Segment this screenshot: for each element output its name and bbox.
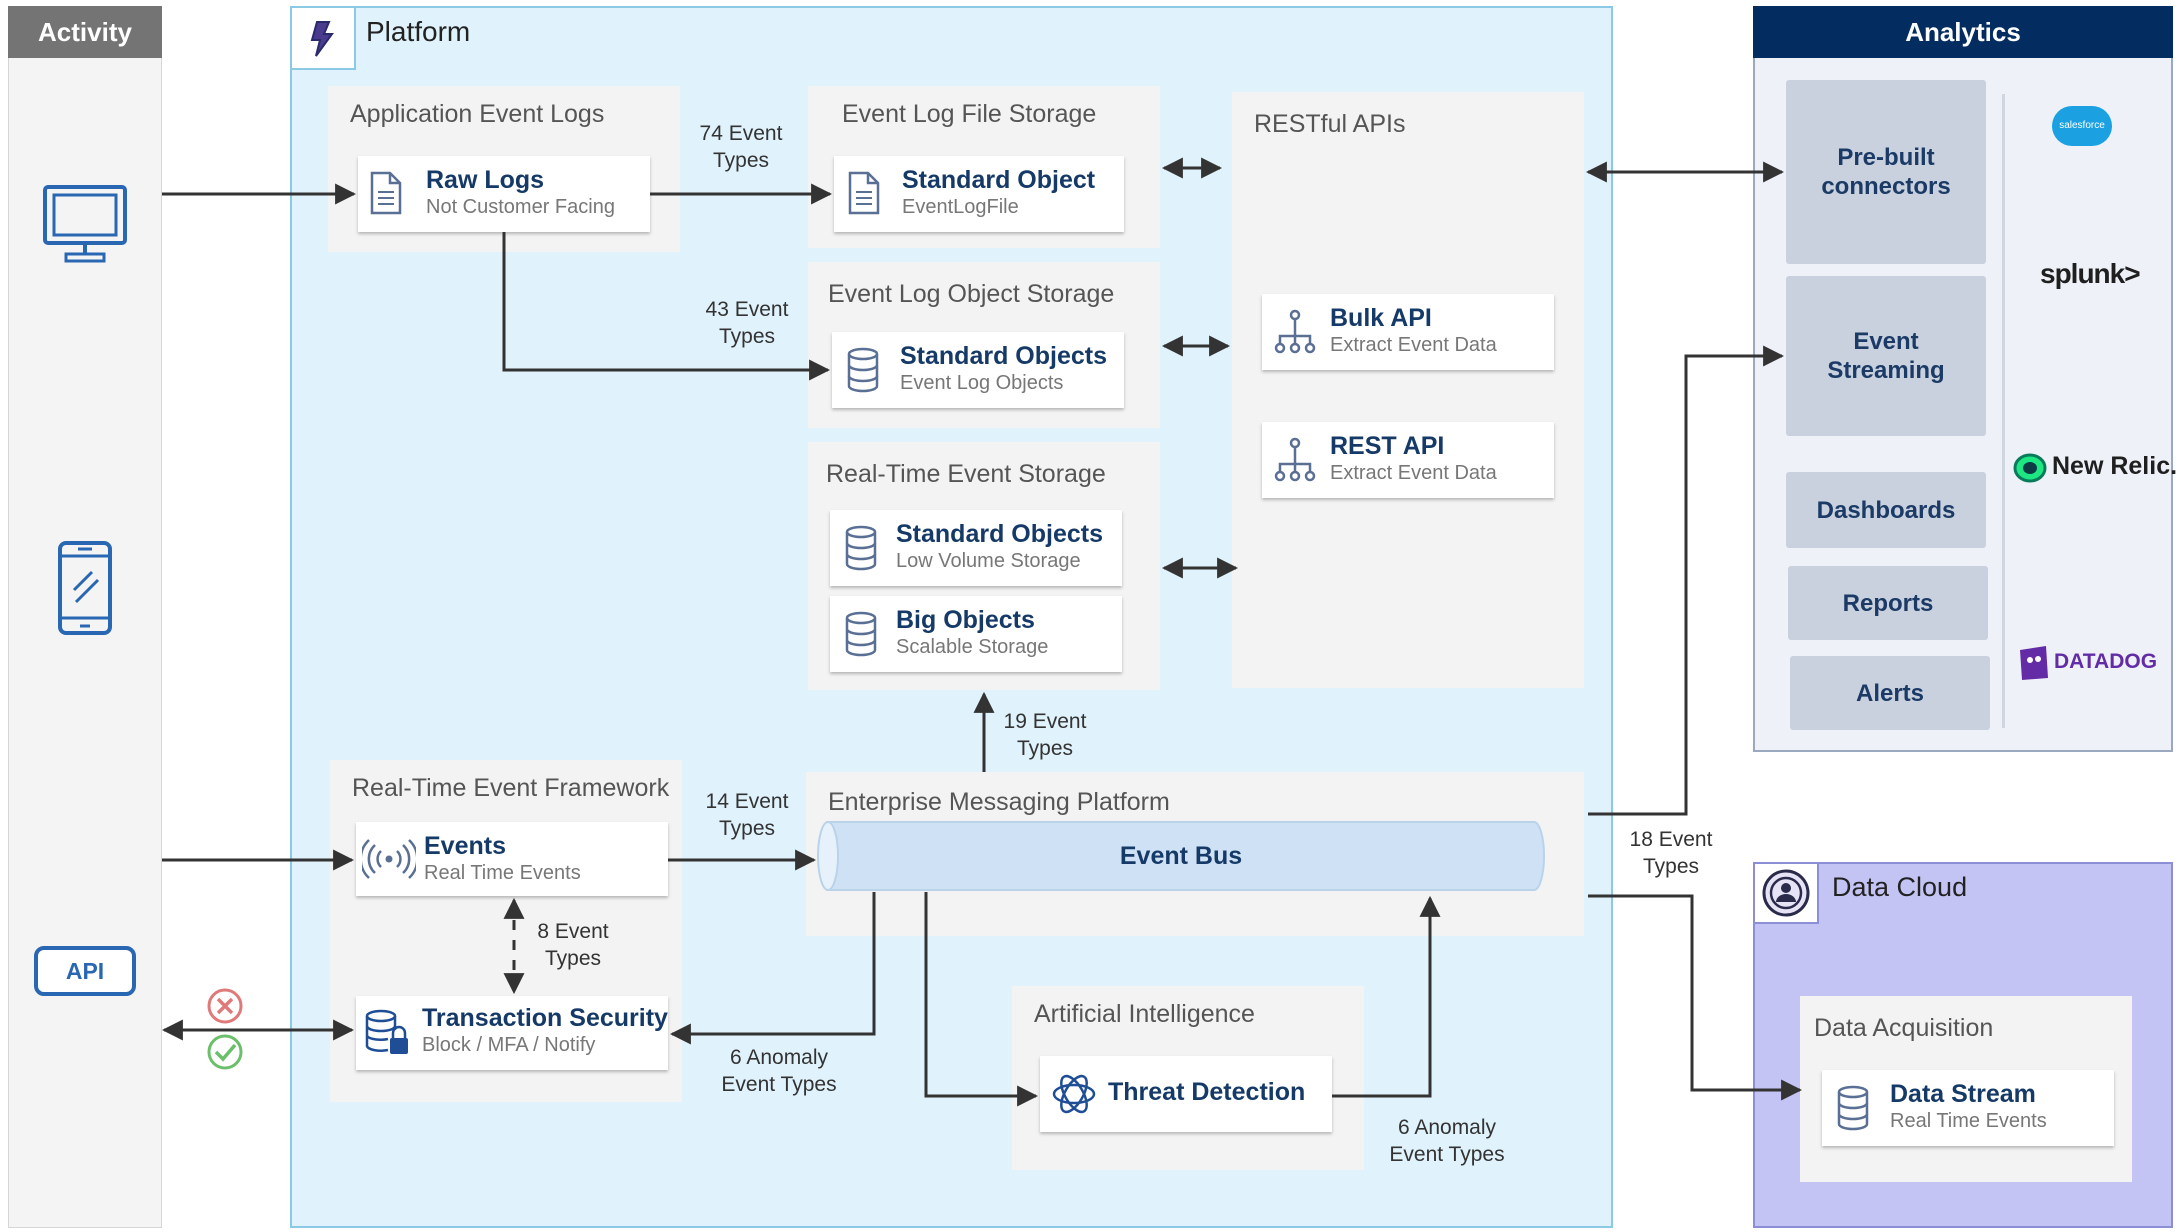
event-bus-cylinder (817, 821, 1545, 891)
data-cloud-user-icon (1762, 869, 1810, 917)
events-card: Events Real Time Events (356, 822, 668, 896)
rest-api-subtitle: Extract Event Data (1330, 462, 1497, 484)
standard-objects-event-log-card: Standard Objects Event Log Objects (832, 332, 1124, 408)
data-acquisition-title: Data Acquisition (1814, 1014, 1994, 1042)
arrow-messaging-to-event-streaming (1588, 345, 1785, 816)
database-icon (845, 611, 877, 657)
transaction-security-subtitle: Block / MFA / Notify (422, 1034, 596, 1056)
dashboards-tile[interactable]: Dashboards (1786, 472, 1986, 548)
standard-objects-low-volume-card: Standard Objects Low Volume Storage (830, 510, 1122, 586)
api-hierarchy-icon (1274, 309, 1316, 354)
einstein-ai-icon (1052, 1074, 1096, 1114)
event-log-object-storage-title: Event Log Object Storage (828, 280, 1115, 308)
standard-object-subtitle: EventLogFile (902, 196, 1019, 218)
lightning-bolt-icon (310, 21, 334, 57)
raw-logs-title: Raw Logs (426, 166, 545, 194)
event-log-file-storage-title: Event Log File Storage (842, 100, 1097, 128)
enterprise-messaging-platform-title: Enterprise Messaging Platform (828, 788, 1170, 816)
realtime-event-framework-title: Real-Time Event Framework (352, 774, 670, 802)
deny-icon (207, 988, 243, 1024)
standard-objects-title: Standard Objects (900, 342, 1107, 370)
event-bus-label: Event Bus (1119, 842, 1243, 870)
data-cloud-title: Data Cloud (1832, 872, 1968, 902)
rest-api-card: REST API Extract Event Data (1262, 422, 1554, 498)
raw-logs-card: Raw Logs Not Customer Facing (358, 156, 650, 232)
standard-object-title: Standard Object (902, 166, 1096, 194)
data-stream-title: Data Stream (1890, 1080, 2036, 1108)
reports-tile[interactable]: Reports (1788, 566, 1988, 640)
arrow-bus-to-transaction-security (669, 892, 876, 1045)
alerts-tile[interactable]: Alerts (1790, 656, 1990, 730)
standard-object-eventlogfile-card: Standard Object EventLogFile (834, 156, 1124, 232)
splunk-logo: splunk> (2040, 258, 2141, 289)
application-event-logs-title: Application Event Logs (350, 100, 605, 128)
big-objects-card: Big Objects Scalable Storage (830, 596, 1122, 672)
transaction-security-title: Transaction Security (422, 1004, 668, 1032)
api-badge: API (34, 946, 136, 996)
data-cloud-logo (1753, 862, 1819, 924)
secure-database-icon (365, 1009, 408, 1054)
arrow-bus-to-threat-detection (924, 892, 1039, 1107)
bulk-api-card: Bulk API Extract Event Data (1262, 294, 1554, 370)
analytics-divider (2002, 94, 2005, 728)
document-icon (848, 171, 880, 215)
artificial-intelligence-title: Artificial Intelligence (1034, 1000, 1255, 1028)
standard-objects-subtitle: Event Log Objects (900, 372, 1064, 394)
arrow-threat-detection-to-bus (1332, 895, 1441, 1098)
standard-objects-low-volume-subtitle: Low Volume Storage (896, 550, 1081, 572)
raw-logs-subtitle: Not Customer Facing (426, 196, 615, 218)
transaction-security-card: Transaction Security Block / MFA / Notif… (356, 996, 668, 1070)
allow-icon (207, 1034, 243, 1070)
rest-api-title: REST API (1330, 432, 1445, 460)
bulk-api-subtitle: Extract Event Data (1330, 334, 1497, 356)
standard-objects-low-volume-title: Standard Objects (896, 520, 1103, 548)
broadcast-signal-icon (362, 839, 416, 879)
platform-title: Platform (366, 16, 471, 47)
analytics-header: Analytics (1753, 6, 2173, 58)
desktop-icon (43, 185, 127, 263)
big-objects-subtitle: Scalable Storage (896, 636, 1049, 658)
arrow-messaging-to-data-stream (1588, 894, 1803, 1101)
platform-logo (290, 6, 356, 70)
new-relic-icon (2013, 453, 2047, 483)
realtime-event-storage-title: Real-Time Event Storage (826, 460, 1106, 488)
data-stream-subtitle: Real Time Events (1890, 1110, 2047, 1132)
database-icon (845, 525, 877, 571)
mobile-phone-icon (58, 541, 112, 635)
datadog-logo: DATADOG (2054, 650, 2158, 673)
document-icon (370, 171, 402, 215)
events-title: Events (424, 832, 506, 860)
restful-apis-title: RESTful APIs (1254, 110, 1406, 138)
salesforce-logo: salesforce (2052, 106, 2112, 146)
database-icon (847, 347, 879, 393)
big-objects-title: Big Objects (896, 606, 1035, 634)
threat-detection-title: Threat Detection (1108, 1078, 1306, 1106)
database-icon (1837, 1085, 1869, 1131)
data-stream-card: Data Stream Real Time Events (1822, 1070, 2114, 1146)
events-subtitle: Real Time Events (424, 862, 581, 884)
arrow-raw-logs-to-object-storage (502, 232, 831, 381)
bulk-api-title: Bulk API (1330, 304, 1432, 332)
datadog-icon (2020, 646, 2048, 680)
prebuilt-connectors-tile[interactable]: Pre-built connectors (1786, 80, 1986, 264)
new-relic-logo: New Relic. (2052, 452, 2178, 480)
api-hierarchy-icon (1274, 437, 1316, 482)
threat-detection-card: Threat Detection (1040, 1056, 1332, 1132)
restful-apis-panel (1232, 92, 1584, 688)
event-streaming-tile[interactable]: Event Streaming (1786, 276, 1986, 436)
activity-header: Activity (8, 6, 162, 58)
